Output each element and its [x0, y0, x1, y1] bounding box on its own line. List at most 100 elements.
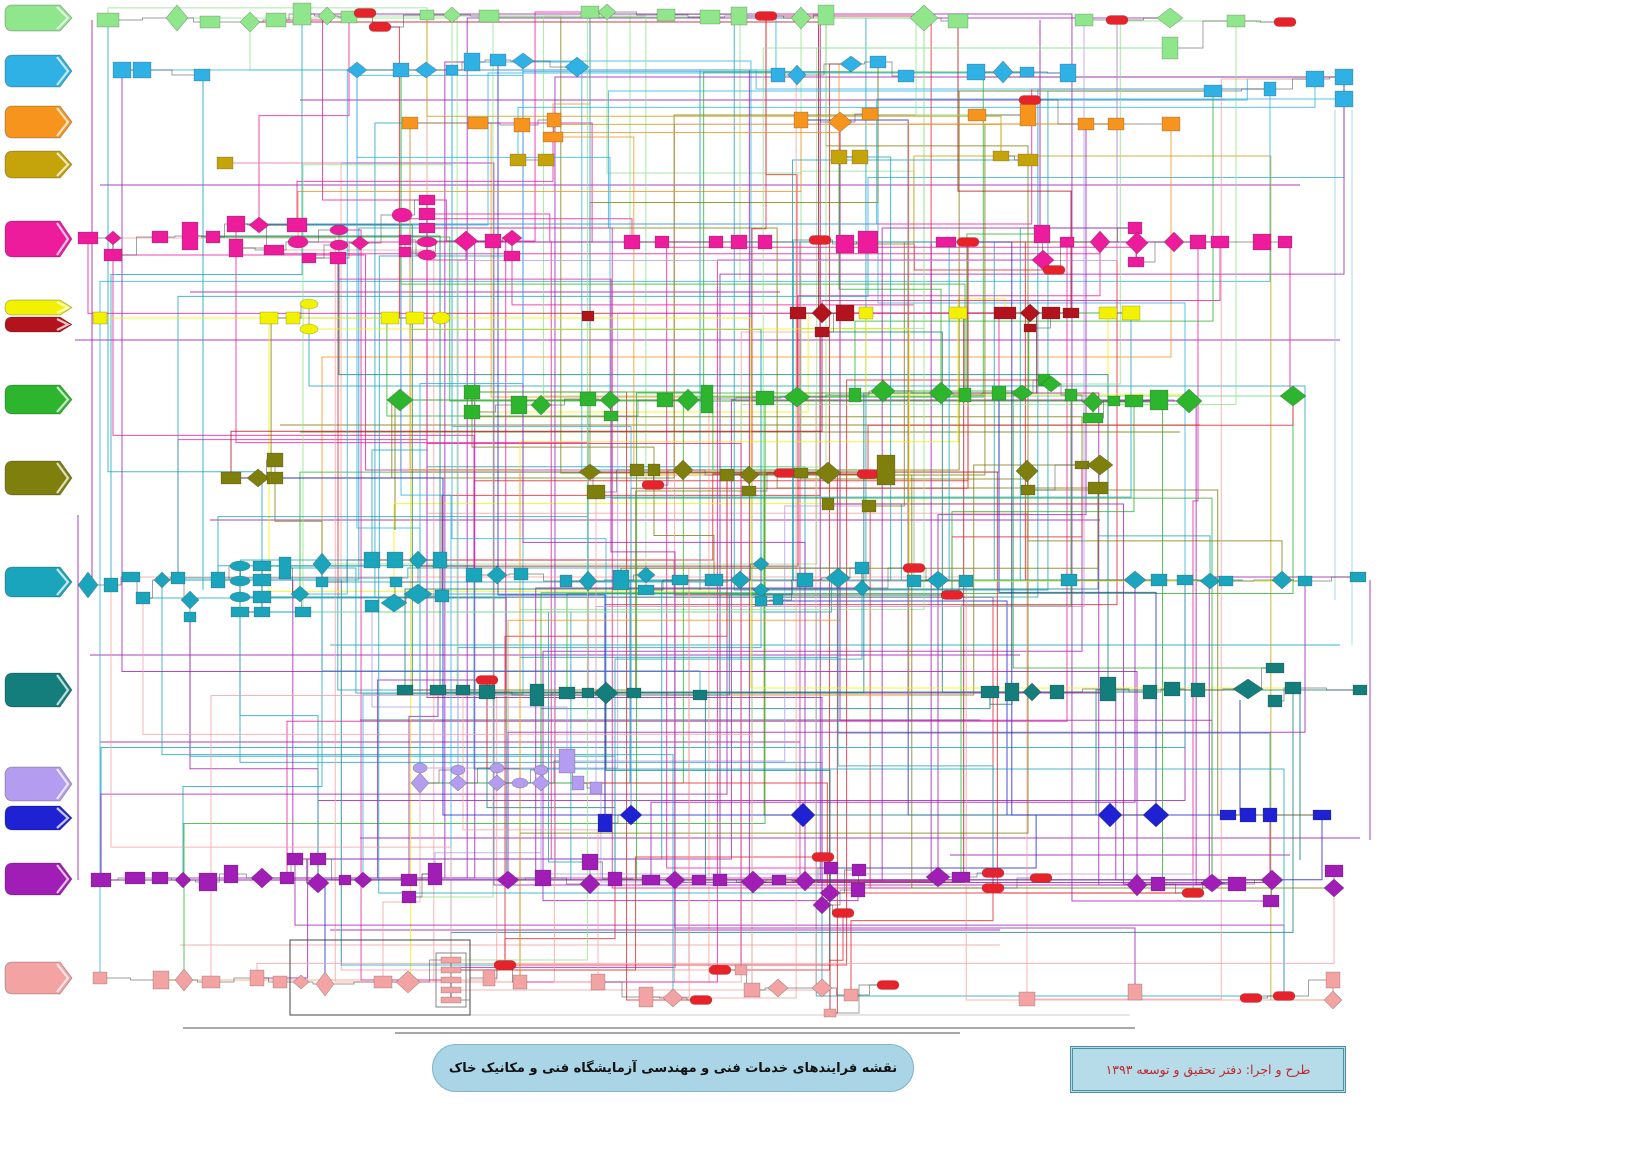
connector-line: [274, 478, 323, 582]
connector-line: [110, 585, 452, 980]
connector-line: [519, 313, 959, 783]
process-box: [719, 468, 735, 482]
decision-diamond: [1271, 570, 1293, 590]
process-box: [734, 964, 748, 976]
process-box: [529, 683, 545, 707]
connector-line: [830, 984, 888, 1014]
terminator-pill: [831, 908, 855, 918]
connector-line: [740, 241, 946, 581]
connector-line: [426, 228, 823, 905]
credit-text: طرح و اجرا: دفتر تحقیق و توسعه ۱۳۹۳: [1105, 1062, 1311, 1077]
connector-line: [308, 329, 1306, 581]
decision-diamond: [1086, 454, 1114, 476]
connector-line: [427, 227, 1098, 489]
decision-diamond: [1010, 384, 1034, 402]
process-box: [1098, 306, 1118, 320]
process-box: [537, 153, 555, 167]
decision-diamond: [104, 230, 122, 246]
process-box: [151, 230, 169, 244]
process-box: [858, 306, 874, 320]
process-box: [607, 871, 623, 887]
connector-line: [505, 379, 1044, 966]
decision-diamond: [1279, 385, 1307, 407]
process-box: [484, 233, 502, 249]
process-box: [92, 311, 108, 325]
process-box: [947, 13, 969, 29]
process-box: [1334, 90, 1354, 108]
decision-diamond: [1019, 303, 1041, 323]
process-box: [455, 684, 471, 696]
process-box: [1305, 70, 1325, 88]
decision-diamond: [636, 566, 656, 584]
decision-diamond: [448, 774, 468, 792]
process-box: [1142, 684, 1158, 700]
connector-line: [1027, 78, 1315, 1000]
process-box: [405, 311, 425, 325]
swimlane-label: [4, 672, 73, 708]
process-box: [1082, 412, 1104, 424]
connector-line: [650, 580, 1136, 880]
connector-line: [478, 122, 522, 126]
decision-diamond: [819, 883, 841, 903]
decision-diamond: [1123, 570, 1147, 590]
swimlane-chevron-highlight: [56, 674, 70, 706]
terminator-pill: [353, 8, 377, 18]
process-box: [1059, 236, 1075, 248]
process-box: [708, 235, 724, 249]
connector-line: [993, 877, 1041, 889]
process-box: [835, 234, 855, 254]
connector-line: [240, 611, 1284, 997]
process-box: [398, 246, 412, 258]
terminator-pill: [981, 883, 1005, 893]
decision-diamond: [928, 381, 954, 405]
connector-line: [457, 20, 1118, 770]
connector-line: [262, 579, 295, 860]
process-box: [132, 61, 152, 79]
process-box: [181, 221, 199, 251]
connector-line: [462, 690, 599, 982]
connector-line: [230, 332, 823, 478]
process-box: [252, 560, 272, 572]
decision-diamond: [578, 463, 602, 481]
decision-diamond: [501, 229, 523, 247]
decision-diamond: [248, 216, 270, 234]
process-box: [796, 572, 814, 588]
connector-line: [322, 579, 805, 583]
decision-diamond: [511, 52, 535, 70]
decision-diamond: [619, 804, 643, 826]
terminator-pill: [754, 11, 778, 21]
process-box: [1267, 694, 1283, 708]
process-box: [869, 55, 887, 69]
decision-diamond: [350, 235, 370, 251]
process-box: [223, 864, 239, 884]
swimlane-chevron-highlight: [56, 301, 71, 314]
connector-line: [302, 13, 1271, 902]
process-box: [1020, 484, 1036, 496]
process-box: [1203, 84, 1223, 98]
connector-line: [504, 475, 728, 965]
terminator-pill: [956, 237, 980, 247]
swimlane-label: [4, 766, 73, 802]
terminator-pill: [708, 965, 732, 975]
connector-line: [1305, 576, 1358, 582]
connector-line: [1030, 312, 1071, 329]
swimlane-label: [4, 316, 73, 333]
swimlane-chevron-highlight: [56, 462, 70, 494]
process-box: [730, 6, 748, 26]
connector-line: [100, 977, 161, 981]
connector-line: [405, 490, 749, 691]
map-title: نقشه فرایندهای خدمات فنی و مهندسی آزمایش…: [448, 1060, 898, 1076]
connector-line: [303, 611, 590, 863]
process-box: [90, 872, 112, 888]
process-box: [380, 311, 400, 325]
decision-diamond: [790, 6, 812, 30]
process-box: [389, 576, 403, 588]
connector-line: [303, 47, 1170, 613]
connector-line: [458, 767, 497, 784]
process-box: [77, 231, 99, 245]
connector-line: [363, 227, 1135, 881]
decision-diamond: [290, 585, 310, 603]
connector-line: [801, 17, 938, 581]
process-box: [265, 12, 287, 28]
